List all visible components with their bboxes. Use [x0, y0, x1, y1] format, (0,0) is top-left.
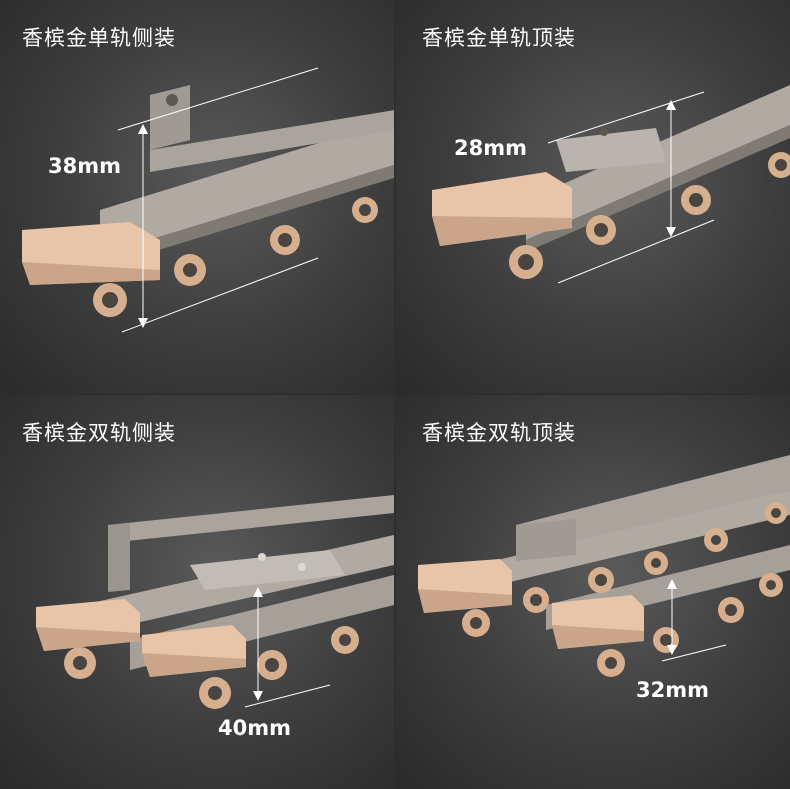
dimension-label: 32mm [636, 678, 709, 702]
panel-title: 香槟金双轨顶装 [422, 421, 576, 445]
double-side-mount-illustration [36, 495, 394, 709]
panel-title: 香槟金双轨侧装 [22, 421, 176, 445]
panel-single-top-mount: 香槟金单轨顶装 28mm [396, 0, 790, 393]
panel-double-side-mount: 香槟金双轨侧装 40mm [0, 395, 394, 789]
panel-single-side-mount: 香槟金单轨侧装 38mm [0, 0, 394, 393]
dimension-label: 28mm [454, 136, 527, 160]
double-top-mount-illustration [418, 455, 790, 677]
dimension-label: 40mm [218, 716, 291, 740]
panel-title: 香槟金单轨顶装 [422, 26, 576, 50]
panel-title: 香槟金单轨侧装 [22, 26, 176, 50]
single-side-mount-illustration [22, 67, 394, 333]
panel-double-top-mount: 香槟金双轨顶装 32mm [396, 395, 790, 789]
dimension-label: 38mm [48, 154, 121, 178]
single-top-mount-illustration [432, 85, 790, 284]
